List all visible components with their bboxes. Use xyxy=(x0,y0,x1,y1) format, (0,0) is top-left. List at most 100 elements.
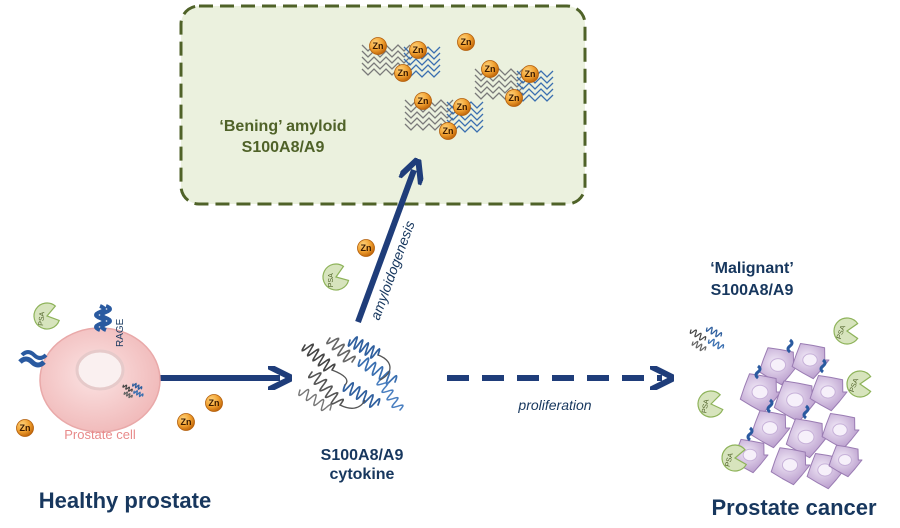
psa-molecule: PSA xyxy=(322,263,350,291)
helix xyxy=(342,381,381,409)
helix xyxy=(298,388,332,412)
rage-label: RAGE xyxy=(115,318,126,347)
zinc-ion: Zn xyxy=(457,33,475,51)
tumor-cluster xyxy=(732,338,863,490)
cancer-cell-nucleus xyxy=(761,421,779,435)
psa-label: PSA xyxy=(849,377,860,393)
cancer-cell-nucleus xyxy=(781,458,799,472)
prostate-cell-nucleus xyxy=(75,349,125,391)
helix xyxy=(376,379,404,411)
zinc-ion: Zn xyxy=(16,419,34,437)
psa-label: PSA xyxy=(725,452,735,468)
psa-molecule: PSA xyxy=(846,370,872,398)
zinc-ion: Zn xyxy=(453,98,471,116)
prostate-cancer-title: Prostate cancer xyxy=(711,495,877,520)
tumor-receptor xyxy=(786,338,794,354)
zinc-ion-label: Zn xyxy=(443,126,454,136)
zinc-ion: Zn xyxy=(369,37,387,55)
zinc-ion: Zn xyxy=(414,92,432,110)
arrow-amyloidogenesis xyxy=(355,170,414,324)
amyloid-box: ‘Bening’ amyloid S100A8/A9 xyxy=(179,4,587,206)
cancer-cell-nucleus xyxy=(832,423,848,437)
fibril-strand-blue xyxy=(516,94,554,102)
fibril-strand-grey xyxy=(474,74,524,82)
fibril-strand-grey xyxy=(404,117,454,125)
cancer-cell xyxy=(809,375,848,412)
helix xyxy=(326,337,356,363)
psa-label: PSA xyxy=(701,399,710,414)
helix xyxy=(301,343,336,372)
zinc-ion-label: Zn xyxy=(413,45,424,55)
cancer-cell-nucleus xyxy=(797,429,815,445)
zinc-ion: Zn xyxy=(521,65,539,83)
fibril-strand-grey xyxy=(361,50,411,58)
fibril-strand-blue xyxy=(516,82,554,90)
rage-receptor xyxy=(94,304,112,332)
zinc-ion: Zn xyxy=(205,394,223,412)
psa-molecule: PSA xyxy=(33,302,60,330)
helix xyxy=(691,340,707,352)
fibril-strand-blue xyxy=(403,52,441,60)
zinc-ion-label: Zn xyxy=(485,64,496,74)
zinc-ion-label: Zn xyxy=(418,96,429,106)
helix xyxy=(357,357,398,385)
zinc-ion: Zn xyxy=(394,64,412,82)
fibril-strand-grey xyxy=(474,80,524,88)
healthy-prostate-title: Healthy prostate xyxy=(39,488,211,513)
malignant-subtitle: S100A8/A9 xyxy=(711,282,794,299)
psa-label: PSA xyxy=(328,273,335,287)
prostate-cell-label: Prostate cell xyxy=(64,427,136,442)
fibril-strand-blue xyxy=(403,58,441,66)
cancer-cell xyxy=(828,444,863,478)
tumor-receptor xyxy=(746,426,754,442)
zinc-ion-label: Zn xyxy=(461,37,472,47)
protein-loop xyxy=(331,354,391,409)
tumor-receptor xyxy=(819,358,827,374)
prostate-cell: Prostate cell RAGE xyxy=(18,304,161,442)
zinc-ion-label: Zn xyxy=(361,243,372,253)
zinc-ion: Zn xyxy=(357,239,375,257)
zinc-ion-label: Zn xyxy=(20,423,31,433)
cancer-cell-nucleus xyxy=(802,353,818,367)
helix xyxy=(347,335,381,360)
malignant-title: ‘Malignant’ xyxy=(710,260,794,277)
helix xyxy=(122,384,133,392)
cancer-cell-nucleus xyxy=(817,463,833,477)
cancer-cell xyxy=(821,413,860,450)
zinc-ion: Zn xyxy=(439,122,457,140)
zinc-ion-label: Zn xyxy=(509,93,520,103)
fibril-strand-blue xyxy=(516,76,554,84)
psa-label: PSA xyxy=(836,324,847,340)
cancer-cell-nucleus xyxy=(742,448,758,462)
helix xyxy=(689,329,707,341)
zinc-ion-label: Zn xyxy=(457,102,468,112)
zinc-ion: Zn xyxy=(481,60,499,78)
cancer-cell-nucleus xyxy=(751,384,769,400)
cancer-cell-nucleus xyxy=(786,392,804,408)
cytokine-subtitle: cytokine xyxy=(330,466,395,483)
fibril-strand-blue xyxy=(516,88,554,96)
cytokine-title: S100A8/A9 xyxy=(321,447,404,464)
zinc-ion-label: Zn xyxy=(398,68,409,78)
psa-label: PSA xyxy=(38,311,46,326)
fibril-strand-grey xyxy=(404,111,454,119)
cancer-cell-nucleus xyxy=(838,454,852,466)
helix xyxy=(133,389,144,398)
cancer-cell-nucleus xyxy=(769,358,787,372)
psa-molecule: PSA xyxy=(697,390,724,418)
tumor-receptor xyxy=(802,404,810,420)
amyloid-box-frame xyxy=(179,4,587,206)
psa-molecules: PSA PSA PSA PSA PSA PSA xyxy=(33,263,872,472)
intracellular-protein xyxy=(122,382,144,399)
helix xyxy=(308,371,344,406)
proliferation-label: proliferation xyxy=(517,397,591,413)
cancer-cell-nucleus xyxy=(820,385,836,399)
helix xyxy=(132,382,143,391)
tumor-receptor xyxy=(754,364,762,380)
tumor-receptor xyxy=(766,398,774,414)
zinc-ion-label: Zn xyxy=(181,417,192,427)
zinc-ion-label: Zn xyxy=(373,41,384,51)
cytokine-protein xyxy=(298,335,404,412)
